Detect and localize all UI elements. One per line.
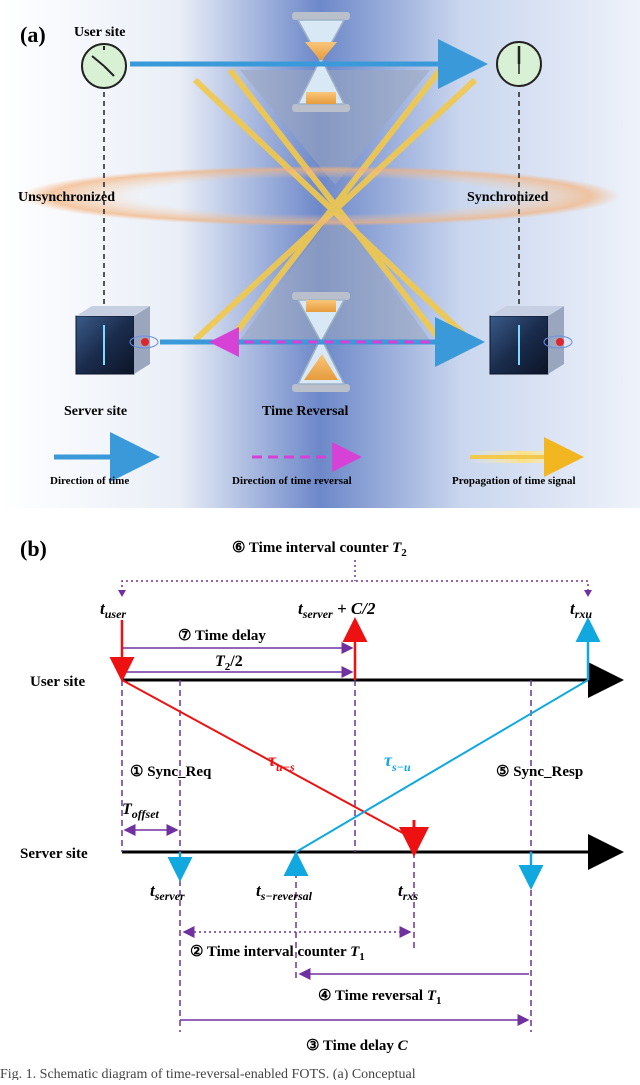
upper-cone xyxy=(240,70,430,185)
sync-req-label: ① Sync_Req xyxy=(130,764,212,780)
server-site-label-b: Server site xyxy=(20,846,88,862)
counter-t2-label: ⑥ Time interval counter T2 xyxy=(232,540,407,559)
t2-half-label: T2/2 xyxy=(215,653,243,673)
t-user-label: tuser xyxy=(100,599,126,621)
clock-icon-synced xyxy=(496,41,542,87)
panel-a-svg: (a) User site Unsynchronized Synchronize… xyxy=(0,0,640,508)
hourglass-bottom-icon xyxy=(292,292,350,392)
tau-us-label: τu−s xyxy=(268,750,295,774)
panel-a-label: (a) xyxy=(20,22,46,47)
counter-t2-arrow-right xyxy=(584,590,592,597)
t-server-label: tserver xyxy=(150,881,185,903)
legend-reversal-label: Direction of time reversal xyxy=(232,475,352,487)
panel-b-svg: (b) ⑥ Time interval counter T2 tuser tse… xyxy=(0,536,624,1082)
hourglass-top-icon xyxy=(292,12,350,112)
time-reversal-label: Time Reversal xyxy=(262,404,349,419)
unsynchronized-label: Unsynchronized xyxy=(18,190,115,205)
time-delay-c-label: ③ Time delay C xyxy=(306,1038,409,1054)
server-cube-icon-right xyxy=(489,306,573,375)
user-site-label: User site xyxy=(74,25,125,40)
t-rxs-label: trxs xyxy=(398,881,418,903)
t-rxu-label: trxu xyxy=(570,599,592,621)
sync-ring xyxy=(20,166,620,226)
figure-caption: Fig. 1. Schematic diagram of time-revers… xyxy=(0,1067,416,1080)
synchronized-label: Synchronized xyxy=(467,190,549,205)
time-delay-7-label: ⑦ Time delay xyxy=(178,628,266,644)
sync-resp-label: ⑤ Sync_Resp xyxy=(496,764,583,780)
tau-su-line xyxy=(295,679,589,853)
reversal-t1-label: ④ Time reversal T1 xyxy=(318,988,442,1007)
t-s-reversal-label: ts−reversal xyxy=(256,881,313,903)
panel-b-timing: (b) ⑥ Time interval counter T2 tuser tse… xyxy=(0,520,640,1082)
counter-t2-bracket xyxy=(121,580,589,592)
legend-time-label: Direction of time xyxy=(50,475,129,487)
panel-b-label: (b) xyxy=(20,536,47,561)
t-offset-label: Toffset xyxy=(122,801,160,821)
clock-icon-unsynced xyxy=(81,43,127,89)
dashed-guides xyxy=(121,680,532,1032)
server-cube-icon-left xyxy=(75,306,159,375)
panel-a-conceptual: (a) User site Unsynchronized Synchronize… xyxy=(0,0,640,508)
legend-signal-label: Propagation of time signal xyxy=(452,475,576,487)
user-site-label-b: User site xyxy=(30,674,85,690)
tau-us-line xyxy=(121,679,413,839)
t-server-c-label: tserver + C/2 xyxy=(298,599,376,621)
counter-t1-label: ② Time interval counter T1 xyxy=(190,944,365,963)
legend: Direction of time Direction of time reve… xyxy=(50,432,584,487)
server-site-label: Server site xyxy=(64,404,127,419)
counter-t2-arrow-left xyxy=(118,590,126,597)
tau-su-label: τs−u xyxy=(384,750,411,774)
lower-cone xyxy=(240,210,430,340)
